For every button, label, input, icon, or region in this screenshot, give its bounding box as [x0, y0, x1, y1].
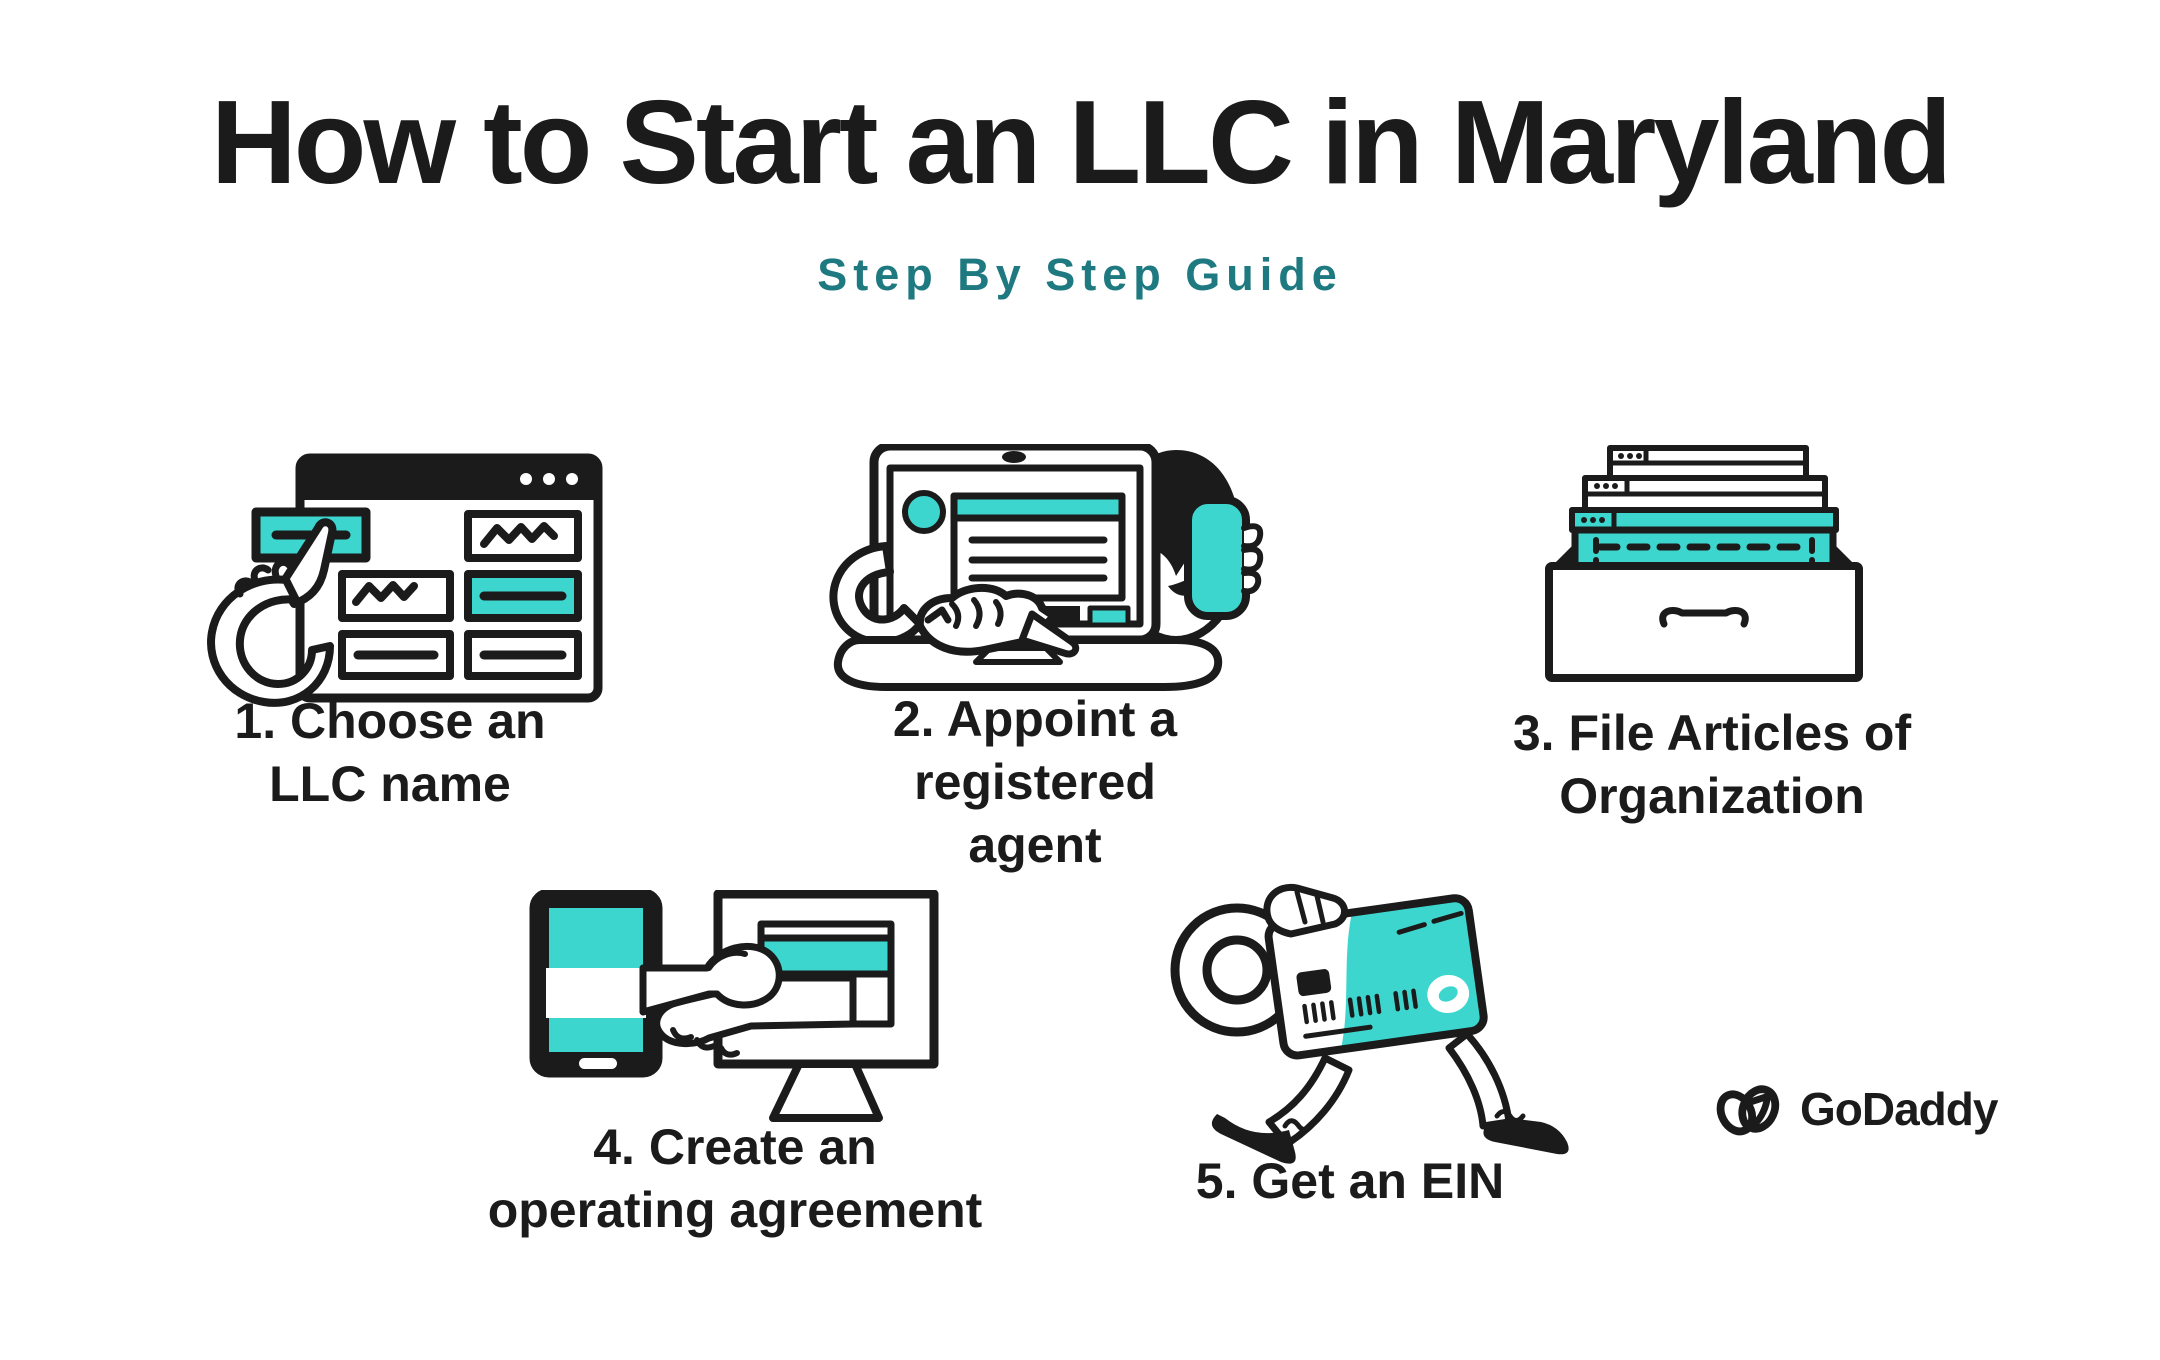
step-3-label: 3. File Articles of Organization [1512, 705, 1912, 824]
godaddy-heart-icon [1716, 1085, 1780, 1136]
step-5-label: 5. Get an EIN [1195, 1153, 1505, 1209]
step-4-label: 4. Create an operating agreement [487, 1119, 983, 1238]
credit-card-courier-icon [1170, 883, 1569, 1164]
step-5-illustration [1157, 876, 1577, 1176]
godaddy-logo: GoDaddy [1712, 1078, 1998, 1140]
document-drawer-icon [1545, 445, 1863, 682]
step-2-label: 2. Appoint a registered agent [892, 691, 1178, 873]
devices-handshake-icon [529, 890, 939, 1122]
page-subtitle: Step By Step Guide [817, 249, 1343, 300]
laptop-agent-phone-icon [829, 444, 1264, 691]
godaddy-wordmark: GoDaddy [1800, 1083, 1998, 1135]
step-3-illustration [1494, 444, 1914, 704]
step-1-label: 1. Choose an LLC name [234, 693, 546, 812]
browser-window-hand-icon [207, 453, 603, 707]
step-4-illustration [513, 890, 953, 1130]
step-1-illustration [178, 448, 608, 710]
page-title: How to Start an LLC in Maryland [210, 76, 1952, 209]
step-2-illustration [824, 444, 1264, 694]
